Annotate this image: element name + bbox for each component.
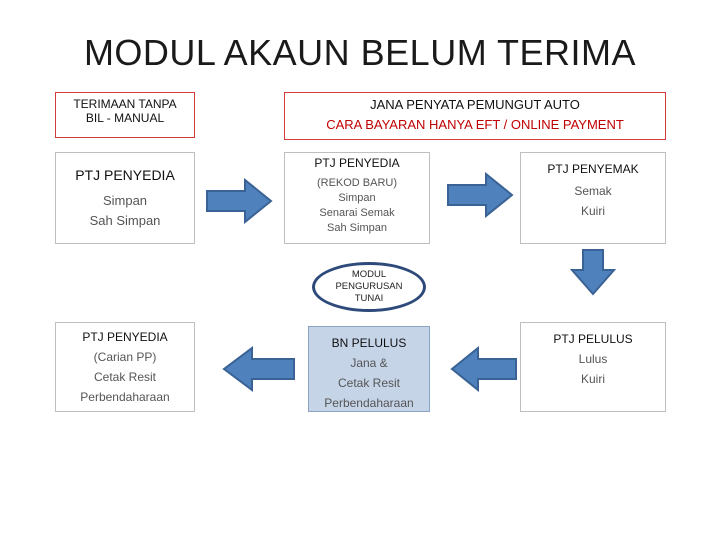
bn-pelulus-item: Jana &: [350, 356, 388, 370]
ellipse-line: MODUL: [351, 269, 387, 280]
bn-pelulus-box: BN PELULUS Jana & Cetak Resit Perbendaha…: [308, 326, 430, 412]
ptj-penyedia-box-3: PTJ PENYEDIA (Carian PP) Cetak Resit Per…: [55, 322, 195, 412]
bn-pelulus-title: BN PELULUS: [331, 336, 407, 350]
ptj-penyedia-2-item: Senarai Semak: [319, 207, 395, 219]
ptj-penyedia-2-title: PTJ PENYEDIA: [314, 156, 400, 170]
page-title: MODUL AKAUN BELUM TERIMA: [83, 32, 637, 73]
ptj-penyedia-1-title: PTJ PENYEDIA: [75, 167, 175, 183]
modul-pengurusan-tunai-ellipse: MODUL PENGURUSAN TUNAI: [312, 262, 426, 312]
manual-box-line1: TERIMAAN TANPA: [73, 97, 177, 111]
ptj-pelulus-item: Lulus: [578, 352, 608, 366]
auto-statement-box: JANA PENYATA PEMUNGUT AUTO CARA BAYARAN …: [284, 92, 666, 140]
ptj-penyedia-3-item: (Carian PP): [93, 350, 157, 364]
ptj-penyedia-1-item: Sah Simpan: [89, 213, 161, 228]
manual-receipt-box: TERIMAAN TANPA BIL - MANUAL: [55, 92, 195, 138]
ptj-penyedia-2-item: (REKOD BARU): [316, 177, 398, 189]
auto-box-line1: JANA PENYATA PEMUNGUT AUTO: [370, 97, 580, 112]
ptj-penyemak-item: Kuiri: [580, 204, 605, 218]
ptj-penyedia-1-item: Simpan: [102, 193, 148, 208]
arrow-right-icon: [206, 178, 273, 224]
ptj-pelulus-item: Kuiri: [580, 372, 605, 386]
arrow-right-icon: [447, 172, 514, 218]
ptj-penyedia-2-item: Simpan: [338, 192, 376, 204]
ptj-penyedia-3-item: Cetak Resit: [93, 370, 157, 384]
ptj-penyemak-item: Semak: [574, 184, 612, 198]
bn-pelulus-item: Perbendaharaan: [324, 396, 414, 410]
bn-pelulus-item: Cetak Resit: [337, 376, 401, 390]
ptj-penyedia-3-item: Perbendaharaan: [80, 390, 170, 404]
arrow-left-icon: [222, 346, 295, 392]
ptj-penyemak-title: PTJ PENYEMAK: [547, 162, 639, 176]
ptj-penyedia-box-1: PTJ PENYEDIA Simpan Sah Simpan: [55, 152, 195, 244]
ptj-penyedia-2-item: Sah Simpan: [327, 222, 387, 234]
manual-box-line2: BIL - MANUAL: [85, 111, 165, 125]
ptj-pelulus-box: PTJ PELULUS Lulus Kuiri: [520, 322, 666, 412]
arrow-down-icon: [570, 249, 616, 296]
ptj-penyemak-box: PTJ PENYEMAK Semak Kuiri: [520, 152, 666, 244]
ellipse-line: TUNAI: [354, 293, 384, 304]
arrow-left-icon: [450, 346, 517, 392]
ellipse-line: PENGURUSAN: [335, 281, 403, 292]
ptj-pelulus-title: PTJ PELULUS: [553, 332, 633, 346]
ptj-penyedia-3-title: PTJ PENYEDIA: [82, 330, 168, 344]
ptj-penyedia-box-2: PTJ PENYEDIA (REKOD BARU) Simpan Senarai…: [284, 152, 430, 244]
auto-box-line2: CARA BAYARAN HANYA EFT / ONLINE PAYMENT: [326, 117, 624, 132]
